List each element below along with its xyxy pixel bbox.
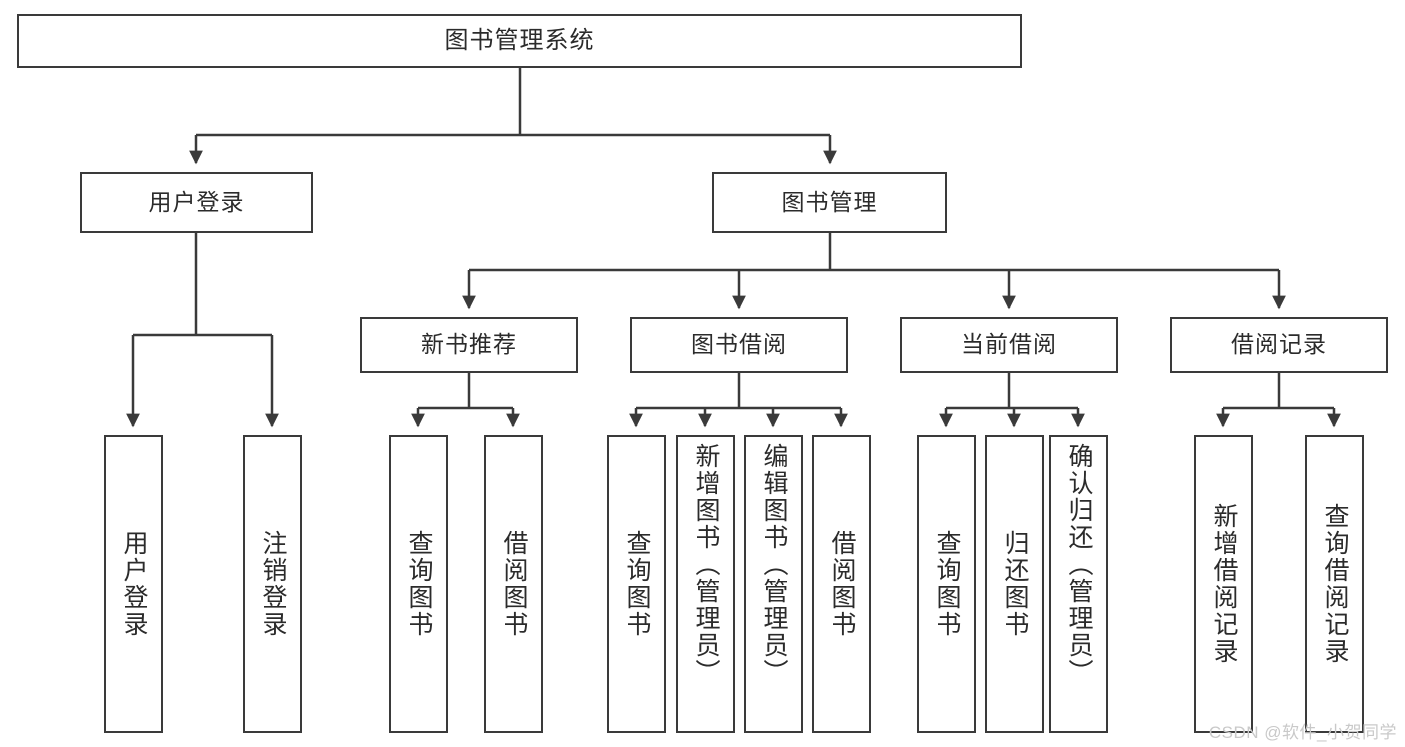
leaf-logout-label: 注销登录 (259, 530, 287, 638)
leaf-borrow-book-1[interactable]: 借阅图书 (484, 435, 543, 733)
leaf-query-book-1-label: 查询图书 (405, 530, 433, 638)
node-book-borrow[interactable]: 图书借阅 (630, 317, 848, 373)
node-new-book-recommend[interactable]: 新书推荐 (360, 317, 578, 373)
leaf-query-book-2-label: 查询图书 (623, 530, 651, 638)
node-user-login-label: 用户登录 (148, 188, 245, 215)
leaf-edit-book[interactable]: 编辑图书（管理员） (744, 435, 803, 733)
leaf-query-record-label: 查询借阅记录 (1321, 503, 1349, 665)
leaf-logout[interactable]: 注销登录 (243, 435, 302, 733)
leaf-add-record[interactable]: 新增借阅记录 (1194, 435, 1253, 733)
leaf-query-book-2[interactable]: 查询图书 (607, 435, 666, 733)
leaf-query-book-3[interactable]: 查询图书 (917, 435, 976, 733)
leaf-confirm-return[interactable]: 确认归还（管理员） (1049, 435, 1108, 733)
leaf-add-book[interactable]: 新增图书（管理员） (676, 435, 735, 733)
leaf-query-book-3-label: 查询图书 (933, 530, 961, 638)
leaf-confirm-return-label: 确认归还（管理员） (1065, 443, 1093, 686)
leaf-add-book-label: 新增图书（管理员） (692, 443, 720, 686)
leaf-borrow-book-2[interactable]: 借阅图书 (812, 435, 871, 733)
node-new-book-recommend-label: 新书推荐 (421, 331, 517, 358)
node-current-borrow-label: 当前借阅 (961, 331, 1057, 358)
node-book-borrow-label: 图书借阅 (691, 331, 787, 358)
leaf-query-book-1[interactable]: 查询图书 (389, 435, 448, 733)
leaf-borrow-book-1-label: 借阅图书 (500, 530, 528, 638)
node-root[interactable]: 图书管理系统 (17, 14, 1022, 68)
leaf-add-record-label: 新增借阅记录 (1210, 503, 1238, 665)
node-user-login[interactable]: 用户登录 (80, 172, 313, 233)
leaf-user-login-label: 用户登录 (120, 530, 148, 638)
node-borrow-record[interactable]: 借阅记录 (1170, 317, 1388, 373)
node-current-borrow[interactable]: 当前借阅 (900, 317, 1118, 373)
node-book-manage-label: 图书管理 (781, 188, 878, 215)
node-borrow-record-label: 借阅记录 (1231, 331, 1327, 358)
leaf-edit-book-label: 编辑图书（管理员） (760, 443, 788, 686)
csdn-watermark: CSDN @软件_小贺同学 (1208, 723, 1397, 742)
leaf-query-record[interactable]: 查询借阅记录 (1305, 435, 1364, 733)
leaf-return-book-label: 归还图书 (1001, 530, 1029, 638)
node-root-label: 图书管理系统 (444, 26, 595, 54)
node-book-manage[interactable]: 图书管理 (712, 172, 947, 233)
leaf-user-login[interactable]: 用户登录 (104, 435, 163, 733)
leaf-return-book[interactable]: 归还图书 (985, 435, 1044, 733)
leaf-borrow-book-2-label: 借阅图书 (828, 530, 856, 638)
